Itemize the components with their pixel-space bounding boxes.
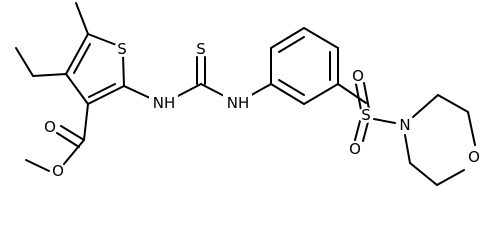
bond-nh-cs xyxy=(177,83,202,97)
atom-ester-o-carbonyl: O xyxy=(42,118,58,136)
bond-s-otop-a xyxy=(355,83,362,111)
bond-morph-3 xyxy=(467,111,476,146)
amine-right-label: NH xyxy=(227,94,250,112)
sulfonyl-oxygen-top-label: O xyxy=(352,67,364,85)
bond-ar-sulfonyl xyxy=(337,83,367,104)
molecule-svg: S S NH NH O O S O xyxy=(15,2,482,186)
sulfonyl-sulfur-label: S xyxy=(361,106,371,124)
bond-morph-2 xyxy=(437,94,469,113)
bond-ar-2-inner xyxy=(278,36,305,53)
atom-labels: S S NH NH O O S O xyxy=(42,40,482,180)
bond-oether-methyl xyxy=(25,159,50,172)
morpholine-nitrogen-label: N xyxy=(399,116,410,134)
bond-c3-carbonyl xyxy=(83,103,89,141)
carbonyl-oxygen-label: O xyxy=(44,118,56,136)
bond-c3-c4 xyxy=(65,73,89,105)
bond-s-n xyxy=(373,118,396,124)
amine-left-label: NH xyxy=(153,94,176,112)
bond-s-obottom-a xyxy=(354,120,361,141)
bond-c4-c5 xyxy=(65,33,89,75)
thiophene-sulfur-label: S xyxy=(117,40,127,58)
atom-ester-o-ether: O xyxy=(50,162,66,180)
atom-nh-right: NH xyxy=(223,94,252,112)
ether-oxygen-label: O xyxy=(52,162,64,180)
atom-thiourea-s: S xyxy=(193,40,209,58)
bond-s-otop-b xyxy=(363,82,370,110)
atom-morpholine-n: N xyxy=(397,116,413,134)
bond-morph-5 xyxy=(409,162,438,186)
bond-s-obottom-b xyxy=(362,121,369,142)
bond-carbonyl-o-a xyxy=(60,125,85,141)
bond-carbonyl-o-b xyxy=(56,132,80,148)
bond-c2-c3 xyxy=(87,85,125,105)
bond-carbonyl-oether xyxy=(63,139,85,165)
bond-c4-c5-inner xyxy=(73,43,91,74)
sulfonyl-oxygen-bottom-label: O xyxy=(349,140,361,158)
bond-ar-6-inner xyxy=(278,79,305,96)
atom-sulfonyl-s: S xyxy=(358,106,374,124)
atom-thiophene-s: S xyxy=(114,40,130,58)
bond-s1-c2 xyxy=(122,54,125,87)
bond-ethyl-2 xyxy=(15,47,34,77)
bond-ar-2 xyxy=(270,27,305,49)
thiourea-sulfur-label: S xyxy=(196,40,206,58)
bond-c5-s1 xyxy=(87,33,120,47)
bond-morph-6 xyxy=(404,134,411,164)
atom-sulfonyl-o-bottom: O xyxy=(347,140,363,158)
bond-methyl xyxy=(75,2,89,35)
molecule-diagram: S S NH NH O O S O xyxy=(15,2,482,186)
morpholine-oxygen-label: O xyxy=(468,148,480,166)
bonds xyxy=(15,2,476,186)
bond-ar-6 xyxy=(270,83,305,105)
bond-c2-c3-inner xyxy=(88,83,116,98)
bond-ar-5 xyxy=(303,83,339,105)
bond-ar-3 xyxy=(303,27,339,49)
bond-morph-1 xyxy=(412,94,439,118)
bond-c2-nh xyxy=(123,85,151,99)
atom-nh-left: NH xyxy=(149,94,178,112)
atom-sulfonyl-o-top: O xyxy=(350,67,366,85)
atom-morpholine-o: O xyxy=(466,148,482,166)
bond-morph-4 xyxy=(436,169,465,186)
bond-ethyl-1 xyxy=(32,73,67,77)
